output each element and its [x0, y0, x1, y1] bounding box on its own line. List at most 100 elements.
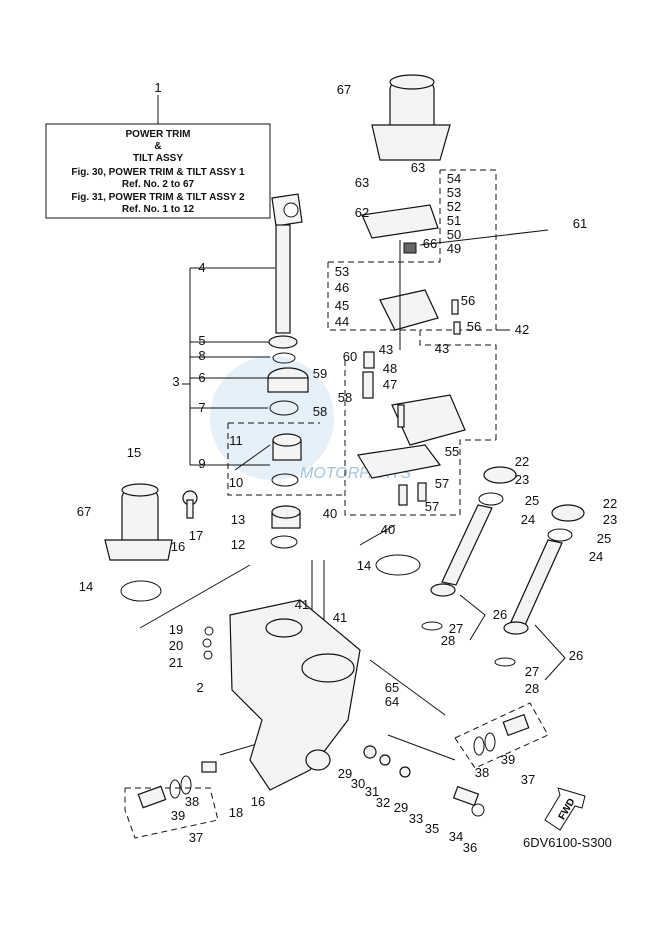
callout-46: 17: [189, 528, 203, 543]
callout-35: 11: [229, 433, 243, 448]
callout-69: 65: [385, 680, 399, 695]
callout-11: 61: [573, 216, 587, 231]
callout-33: 58: [313, 404, 327, 419]
tilt-rod: [234, 193, 309, 549]
callout-88: 39: [171, 808, 185, 823]
title-line-4: Fig. 30, POWER TRIM & TILT ASSY 1: [71, 167, 245, 178]
callout-52: 57: [425, 499, 439, 514]
callout-67: 26: [569, 648, 583, 663]
callout-15: 53: [335, 264, 349, 279]
callout-72: 28: [525, 681, 539, 696]
callout-60: 19: [169, 622, 183, 637]
callout-5: 54: [447, 171, 461, 186]
title-line-3: TILT ASSY: [133, 153, 183, 164]
title-line-1: POWER TRIM: [126, 129, 191, 140]
title-line-2: &: [154, 141, 161, 152]
callout-1: 1: [154, 80, 161, 95]
callout-4: 63: [355, 175, 369, 190]
callout-19: 56: [461, 293, 475, 308]
leader-lines: [139, 267, 566, 761]
callout-71: 27: [525, 664, 539, 679]
callout-50: 40: [323, 506, 337, 521]
callout-7: 52: [447, 199, 461, 214]
callout-74: 30: [351, 776, 365, 791]
callout-53: 24: [521, 512, 535, 527]
callout-87: 38: [185, 794, 199, 809]
fittings: [137, 626, 530, 817]
callout-62: 41: [333, 610, 347, 625]
callout-27: 48: [383, 361, 397, 376]
callout-83: 36: [463, 840, 477, 855]
callout-58: 14: [357, 558, 371, 573]
callout-44: 67: [77, 504, 91, 519]
callout-84: 38: [475, 765, 489, 780]
callout-56: 24: [589, 549, 603, 564]
callout-12: 62: [355, 205, 369, 220]
callout-38: 23: [515, 472, 529, 487]
callout-39: 9: [198, 456, 205, 471]
callout-8: 51: [447, 213, 461, 228]
callout-45: 16: [171, 539, 185, 554]
callout-49: 13: [231, 512, 245, 527]
title-box: POWER TRIM & TILT ASSY Fig. 30, POWER TR…: [45, 95, 271, 219]
callout-43: 15: [127, 445, 141, 460]
callout-82: 34: [449, 829, 463, 844]
callout-3: 63: [411, 160, 425, 175]
pump-parts: [357, 204, 549, 506]
callout-78: 33: [409, 811, 423, 826]
callout-75: 31: [365, 784, 379, 799]
callout-68: 2: [196, 680, 203, 695]
callout-24: 5: [198, 333, 205, 348]
callout-23: 43: [435, 341, 449, 356]
title-line-5: Ref. No. 2 to 67: [122, 179, 195, 190]
callout-31: 59: [313, 366, 327, 381]
callout-37: 22: [515, 454, 529, 469]
callout-61: 41: [295, 597, 309, 612]
callout-73: 29: [338, 766, 352, 781]
callout-89: 37: [189, 830, 203, 845]
callout-81: 16: [251, 794, 265, 809]
callout-28: 47: [383, 377, 397, 392]
callout-48: 23: [603, 512, 617, 527]
callout-85: 39: [501, 752, 515, 767]
callout-26: 60: [343, 349, 357, 364]
callout-55: 25: [597, 531, 611, 546]
callout-25: 8: [198, 348, 205, 363]
title-line-7: Ref. No. 1 to 12: [122, 204, 195, 215]
callout-2: 67: [337, 82, 351, 97]
callout-36: 55: [445, 444, 459, 459]
callout-29: 3: [172, 374, 179, 389]
callout-22: 43: [379, 342, 393, 357]
callout-17: 45: [335, 298, 349, 313]
callout-86: 37: [521, 772, 535, 787]
callout-63: 27: [449, 621, 463, 636]
cylinder-body: [229, 554, 421, 791]
callout-18: 44: [335, 314, 349, 329]
callout-65: 21: [169, 655, 183, 670]
callout-40: 10: [229, 475, 243, 490]
callout-20: 56: [467, 319, 481, 334]
trim-motor: [371, 74, 451, 161]
callout-64: 20: [169, 638, 183, 653]
callout-54: 12: [231, 537, 245, 552]
callout-34: 7: [198, 400, 205, 415]
callout-66: 28: [441, 633, 455, 648]
drawing-code: 6DV6100-S300: [523, 835, 612, 850]
callout-77: 29: [394, 800, 408, 815]
callout-80: 18: [229, 805, 243, 820]
callout-51: 40: [381, 522, 395, 537]
callout-79: 35: [425, 821, 439, 836]
callout-47: 22: [603, 496, 617, 511]
callout-57: 14: [79, 579, 93, 594]
callout-59: 26: [493, 607, 507, 622]
callout-6: 53: [447, 185, 461, 200]
callout-21: 42: [515, 322, 529, 337]
callout-30: 6: [198, 370, 205, 385]
trim-rams: [421, 466, 585, 667]
callout-13: 66: [423, 236, 437, 251]
reservoir: [104, 483, 198, 602]
callout-41: 57: [435, 476, 449, 491]
